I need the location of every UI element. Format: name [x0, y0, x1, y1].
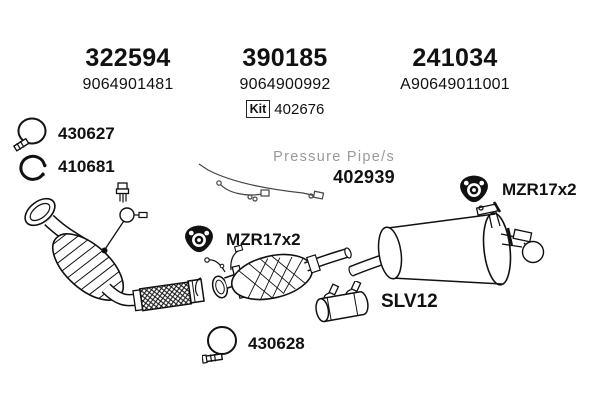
part-number: 322594 [85, 44, 171, 72]
flex-pipe-drawing [132, 278, 205, 312]
oe-number: 9064900992 [239, 75, 331, 93]
callout-pressure-pipes: Pressure Pipe/s 402939 [239, 149, 395, 188]
callout-clamp-top: 430627 [12, 116, 115, 152]
gasket-icon [460, 175, 488, 203]
pressure-pipes-drawing [198, 163, 325, 202]
kit-number: 402676 [274, 100, 325, 118]
callout-label: MZR17x2 [502, 179, 577, 199]
callout-clamp-bottom: 430628 [202, 324, 305, 364]
callout-gasket-mid: MZR17x2 [184, 224, 301, 255]
oe-number: 9064901481 [82, 75, 174, 93]
part-number: 390185 [242, 44, 328, 72]
callout-gasket-rear: MZR17x2 [459, 174, 577, 205]
inlet-flange-drawing [24, 197, 56, 227]
dpf-silencer-drawing [204, 244, 352, 301]
rear-silencer-drawing [348, 201, 545, 286]
callout-label: 430627 [58, 124, 115, 143]
clamp-icon [12, 117, 47, 152]
callout-label: SLV12 [381, 291, 438, 312]
oe-number: A90649011001 [400, 75, 510, 93]
clamp-icon [202, 326, 237, 364]
kit-badge: Kit [245, 99, 271, 119]
callout-snap-ring: 410681 [16, 151, 115, 183]
callout-label: 410681 [58, 157, 115, 176]
hanger-brackets-drawing [475, 201, 545, 264]
watermark-text: Pressure Pipe/s [273, 149, 395, 165]
kit-row: Kit 402676 [205, 99, 365, 119]
part-group-catalyst: 322594 9064901481 [48, 44, 208, 94]
callout-label: MZR17x2 [226, 229, 301, 249]
callout-label: 430628 [248, 334, 305, 353]
callout-sleeve: SLV12 [310, 281, 438, 323]
snap-ring-icon [19, 154, 47, 181]
callout-label: 402939 [333, 167, 395, 187]
part-number: 241034 [412, 44, 498, 72]
oxygen-sensor-drawing [101, 182, 148, 254]
sleeve-icon [315, 281, 369, 323]
gasket-icon [185, 225, 213, 253]
part-group-middle-silencer: 390185 9064900992 Kit 402676 [205, 44, 365, 119]
part-group-rear-silencer: 241034 A90649011001 [375, 44, 535, 94]
